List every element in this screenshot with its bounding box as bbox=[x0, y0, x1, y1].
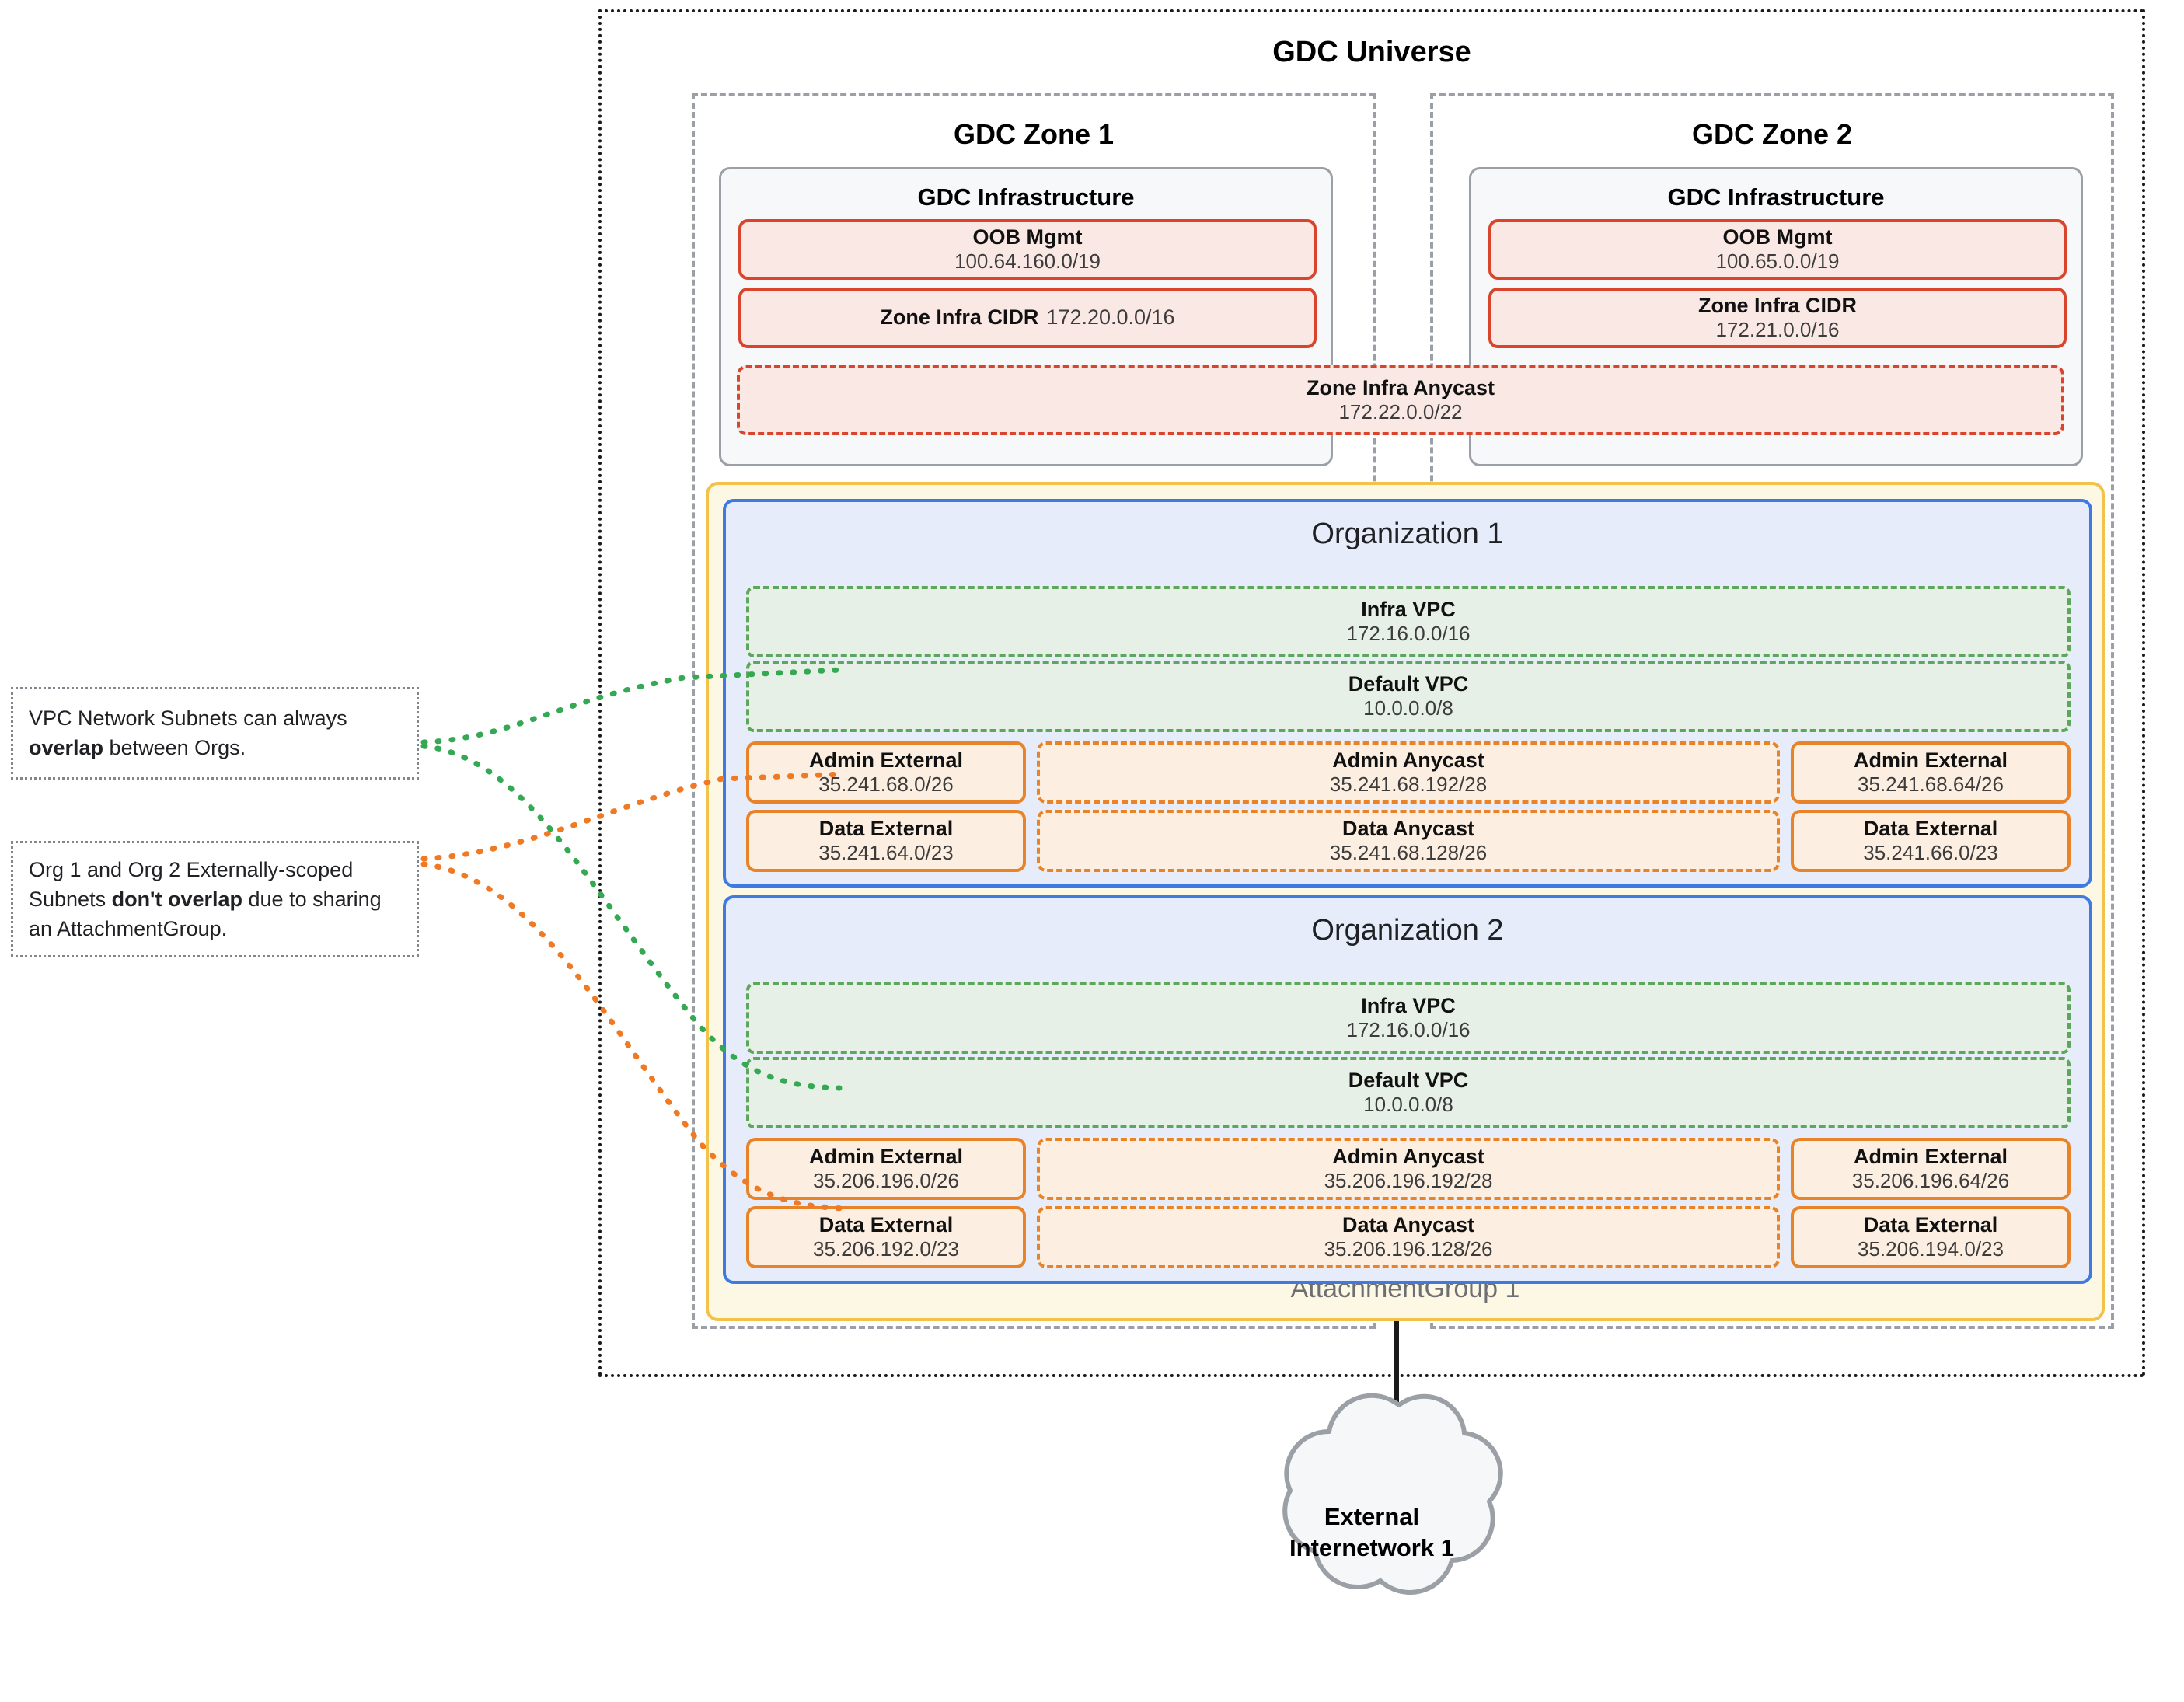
infra-vpc-box-org-2: Infra VPC 172.16.0.0/16 bbox=[746, 982, 2071, 1054]
admin-anycast-cidr-org-2: 35.206.196.192/28 bbox=[1324, 1168, 1493, 1192]
default-vpc-box-org-1: Default VPC 10.0.0.0/8 bbox=[746, 661, 2071, 732]
infra-vpc-box-org-1: Infra VPC 172.16.0.0/16 bbox=[746, 586, 2071, 657]
infra-panel-title-zone-2: GDC Infrastructure bbox=[1667, 183, 1885, 211]
oob-mgmt-box-zone-2: OOB Mgmt 100.65.0.0/19 bbox=[1488, 219, 2067, 280]
zone-infra-anycast-box: Zone Infra Anycast 172.22.0.0/22 bbox=[737, 365, 2064, 435]
admin-external-right-box-org-1: Admin External 35.241.68.64/26 bbox=[1791, 741, 2071, 804]
zone-infra-cidr-value-zone-2: 172.21.0.0/16 bbox=[1715, 317, 1840, 341]
cloud-label-line-1: External bbox=[1324, 1503, 1420, 1530]
zone-infra-cidr-value-zone-1: 172.20.0.0/16 bbox=[1046, 305, 1175, 330]
zone-infra-anycast-label: Zone Infra Anycast bbox=[1306, 375, 1495, 399]
admin-external-right-cidr-org-1: 35.241.68.64/26 bbox=[1858, 772, 2004, 796]
overlap-note-text: VPC Network Subnets can always overlap b… bbox=[29, 706, 347, 760]
external-internetwork-cloud: External Internetwork 1 bbox=[1244, 1377, 1570, 1702]
organization-1-container: Organization 1 Infra VPC 172.16.0.0/16 D… bbox=[723, 499, 2092, 888]
admin-external-left-label-org-1: Admin External bbox=[808, 748, 964, 772]
data-external-right-box-org-2: Data External 35.206.194.0/23 bbox=[1791, 1206, 2071, 1268]
data-external-left-cidr-org-2: 35.206.192.0/23 bbox=[813, 1236, 959, 1261]
infra-panel-title-zone-1: GDC Infrastructure bbox=[917, 183, 1135, 211]
data-anycast-label-org-1: Data Anycast bbox=[1341, 816, 1475, 840]
cloud-label-line-2: Internetwork 1 bbox=[1289, 1534, 1454, 1562]
data-external-right-box-org-1: Data External 35.241.66.0/23 bbox=[1791, 810, 2071, 872]
data-external-right-cidr-org-2: 35.206.194.0/23 bbox=[1858, 1236, 2004, 1261]
zone-infra-cidr-inline-zone-1: Zone Infra CIDR 172.20.0.0/16 bbox=[880, 305, 1174, 330]
zone-infra-cidr-box-zone-1: Zone Infra CIDR 172.20.0.0/16 bbox=[738, 288, 1317, 348]
data-external-left-label-org-1: Data External bbox=[818, 816, 954, 840]
data-anycast-box-org-2: Data Anycast 35.206.196.128/26 bbox=[1037, 1206, 1780, 1268]
cloud-label-group: External Internetwork 1 bbox=[1244, 1501, 1500, 1564]
data-external-left-cidr-org-1: 35.241.64.0/23 bbox=[818, 840, 954, 864]
admin-anycast-cidr-org-1: 35.241.68.192/28 bbox=[1329, 772, 1488, 796]
infra-vpc-cidr-org-1: 172.16.0.0/16 bbox=[1346, 621, 1471, 645]
data-external-right-label-org-1: Data External bbox=[1863, 816, 1998, 840]
default-vpc-label-org-1: Default VPC bbox=[1348, 671, 1469, 696]
zone-infra-cidr-box-zone-2: Zone Infra CIDR 172.21.0.0/16 bbox=[1488, 288, 2067, 348]
admin-external-left-cidr-org-1: 35.241.68.0/26 bbox=[818, 772, 954, 796]
default-vpc-box-org-2: Default VPC 10.0.0.0/8 bbox=[746, 1057, 2071, 1128]
admin-external-right-cidr-org-2: 35.206.196.64/26 bbox=[1851, 1168, 2010, 1192]
admin-external-right-label-org-1: Admin External bbox=[1853, 748, 2008, 772]
admin-anycast-label-org-1: Admin Anycast bbox=[1332, 748, 1484, 772]
gdc-zone-2-title: GDC Zone 2 bbox=[1691, 118, 1852, 150]
oob-mgmt-label-zone-1: OOB Mgmt bbox=[972, 225, 1083, 249]
default-vpc-cidr-org-2: 10.0.0.0/8 bbox=[1363, 1092, 1453, 1116]
infra-vpc-cidr-org-2: 172.16.0.0/16 bbox=[1346, 1017, 1471, 1041]
zone-infra-cidr-label-zone-1: Zone Infra CIDR bbox=[880, 305, 1039, 330]
overlap-note-callout: VPC Network Subnets can always overlap b… bbox=[11, 687, 419, 780]
admin-external-left-box-org-2: Admin External 35.206.196.0/26 bbox=[746, 1138, 1026, 1200]
organization-2-title: Organization 2 bbox=[1311, 914, 1504, 947]
gdc-universe-title: GDC Universe bbox=[1272, 36, 1471, 68]
data-external-left-box-org-2: Data External 35.206.192.0/23 bbox=[746, 1206, 1026, 1268]
no-overlap-note-callout: Org 1 and Org 2 Externally-scoped Subnet… bbox=[11, 841, 419, 957]
oob-mgmt-cidr-zone-2: 100.65.0.0/19 bbox=[1715, 249, 1840, 273]
data-external-left-box-org-1: Data External 35.241.64.0/23 bbox=[746, 810, 1026, 872]
organization-2-container: Organization 2 Infra VPC 172.16.0.0/16 D… bbox=[723, 895, 2092, 1284]
infra-vpc-label-org-2: Infra VPC bbox=[1361, 993, 1456, 1017]
organization-1-title: Organization 1 bbox=[1311, 518, 1504, 550]
zone-infra-cidr-label-zone-2: Zone Infra CIDR bbox=[1697, 293, 1857, 317]
admin-external-left-label-org-2: Admin External bbox=[808, 1144, 964, 1168]
oob-mgmt-box-zone-1: OOB Mgmt 100.64.160.0/19 bbox=[738, 219, 1317, 280]
data-anycast-cidr-org-1: 35.241.68.128/26 bbox=[1329, 840, 1488, 864]
admin-anycast-box-org-2: Admin Anycast 35.206.196.192/28 bbox=[1037, 1138, 1780, 1200]
data-anycast-cidr-org-2: 35.206.196.128/26 bbox=[1324, 1236, 1493, 1261]
oob-mgmt-cidr-zone-1: 100.64.160.0/19 bbox=[954, 249, 1101, 273]
cloud-shape-icon bbox=[1282, 1393, 1503, 1595]
data-external-left-label-org-2: Data External bbox=[818, 1212, 954, 1236]
default-vpc-cidr-org-1: 10.0.0.0/8 bbox=[1363, 696, 1453, 720]
default-vpc-label-org-2: Default VPC bbox=[1348, 1068, 1469, 1092]
admin-anycast-box-org-1: Admin Anycast 35.241.68.192/28 bbox=[1037, 741, 1780, 804]
data-anycast-label-org-2: Data Anycast bbox=[1341, 1212, 1475, 1236]
admin-external-left-box-org-1: Admin External 35.241.68.0/26 bbox=[746, 741, 1026, 804]
gdc-zone-1-title: GDC Zone 1 bbox=[953, 118, 1114, 150]
data-external-right-label-org-2: Data External bbox=[1863, 1212, 1998, 1236]
attachment-group-container: AttachmentGroup 1 Organization 1 Infra V… bbox=[706, 482, 2105, 1321]
admin-anycast-label-org-2: Admin Anycast bbox=[1332, 1144, 1484, 1168]
no-overlap-note-text: Org 1 and Org 2 Externally-scoped Subnet… bbox=[29, 857, 382, 941]
oob-mgmt-label-zone-2: OOB Mgmt bbox=[1722, 225, 1833, 249]
data-external-right-cidr-org-1: 35.241.66.0/23 bbox=[1863, 840, 1998, 864]
admin-external-right-label-org-2: Admin External bbox=[1853, 1144, 2008, 1168]
infra-vpc-label-org-1: Infra VPC bbox=[1361, 597, 1456, 621]
zone-infra-anycast-cidr: 172.22.0.0/22 bbox=[1338, 399, 1463, 424]
admin-external-right-box-org-2: Admin External 35.206.196.64/26 bbox=[1791, 1138, 2071, 1200]
data-anycast-box-org-1: Data Anycast 35.241.68.128/26 bbox=[1037, 810, 1780, 872]
admin-external-left-cidr-org-2: 35.206.196.0/26 bbox=[813, 1168, 959, 1192]
